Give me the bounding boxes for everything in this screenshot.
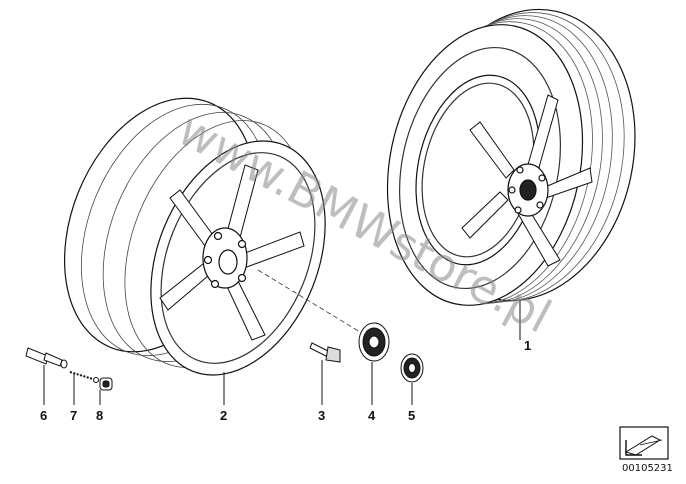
- callout-2: 2: [220, 408, 227, 423]
- hub-cap: [358, 322, 390, 362]
- callout-7: 7: [70, 408, 77, 423]
- tire-valve: [25, 347, 68, 369]
- callout-6: 6: [40, 408, 47, 423]
- callout-8: 8: [96, 408, 103, 423]
- callout-5: 5: [408, 408, 415, 423]
- complete-wheel-with-tire: [386, 8, 636, 306]
- valve-cap: [99, 377, 113, 391]
- wheel-bolt: [309, 342, 341, 363]
- valve-core: [69, 371, 99, 383]
- assembly-axis-line: [257, 269, 366, 336]
- callout-3: 3: [318, 408, 325, 423]
- arrow-box-icon: [619, 426, 669, 460]
- reference-number: 00105231: [622, 463, 673, 474]
- callout-4: 4: [368, 408, 376, 423]
- light-alloy-rim: [63, 97, 326, 376]
- emblem: [400, 353, 424, 383]
- callout-1: 1: [524, 338, 531, 353]
- callout-leaders: [43, 300, 521, 405]
